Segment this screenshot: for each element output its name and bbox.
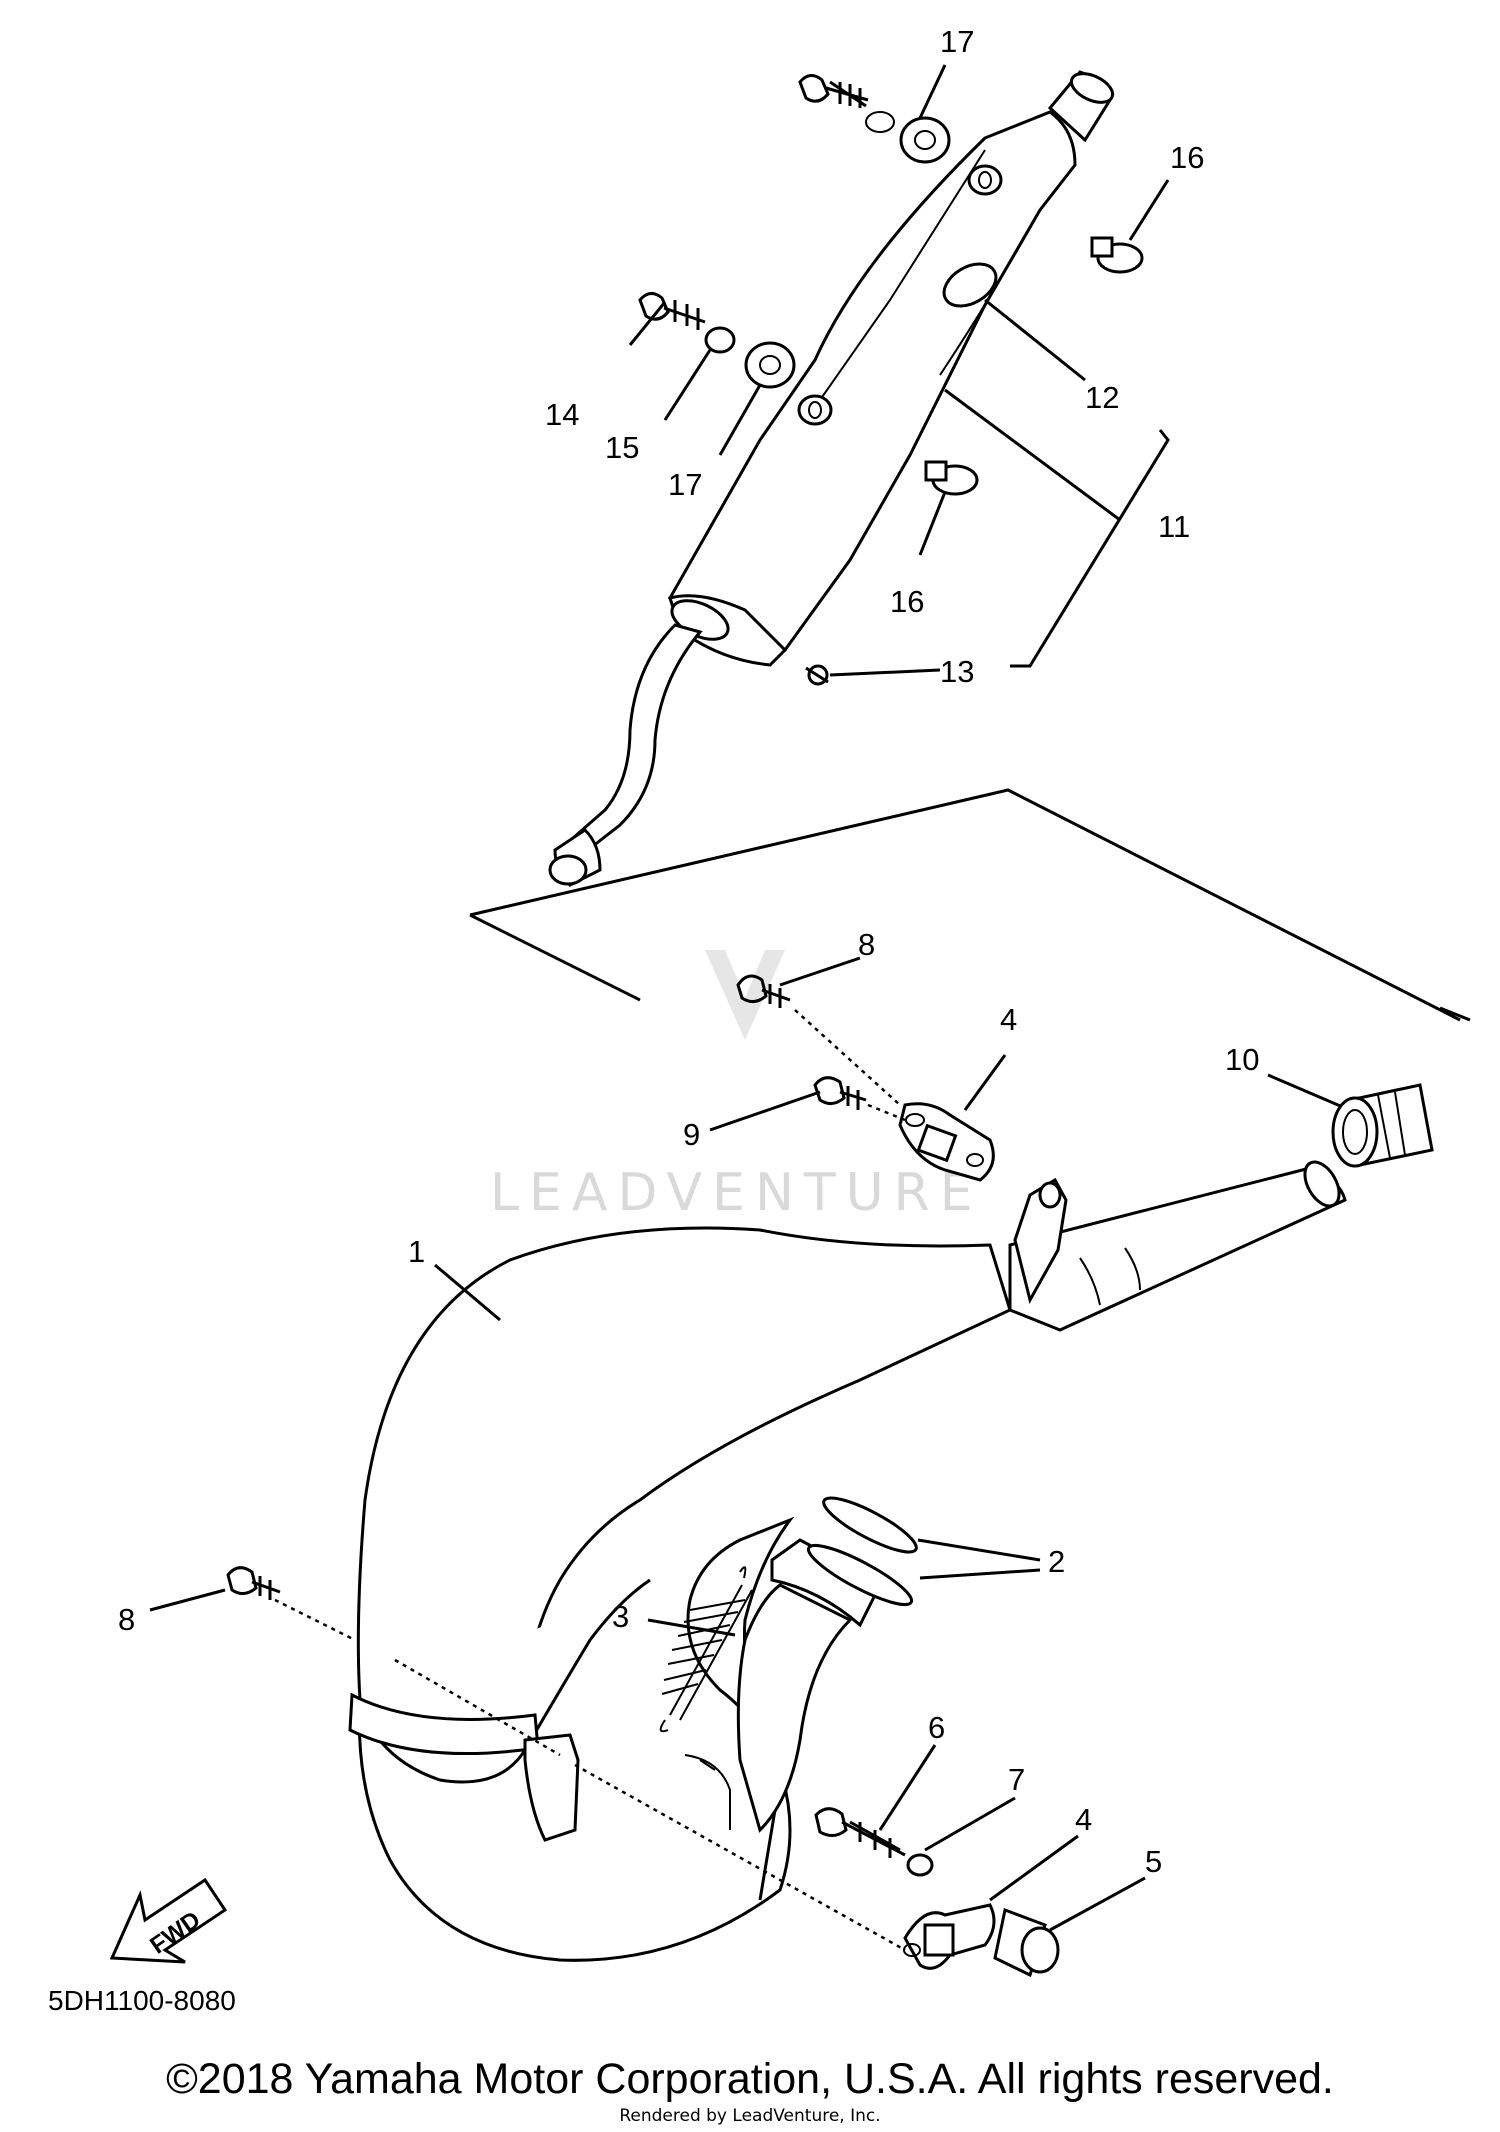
callout-13: 13 — [940, 654, 974, 689]
leader-lines-upper — [628, 64, 1170, 677]
callout-16b: 16 — [890, 584, 924, 619]
callout-5: 5 — [1145, 1844, 1162, 1879]
fwd-arrow-icon: FWD — [109, 1877, 228, 1964]
leader-lines-mid — [709, 956, 1346, 1132]
o-rings-2 — [806, 1496, 918, 1607]
callout-8: 8 — [858, 927, 875, 962]
spring-3 — [659, 1566, 753, 1733]
sleeve-10 — [1331, 1083, 1434, 1168]
bolt-line-8 — [274, 1598, 906, 1952]
callout-1: 1 — [408, 1234, 425, 1269]
callout-12: 12 — [1085, 380, 1119, 415]
callout-17b: 17 — [668, 467, 702, 502]
watermark-text: LEADVENTURE — [490, 1163, 983, 1223]
connection-outline — [469, 788, 1471, 1022]
silencer-assembly — [548, 70, 1115, 887]
silencer-mount-hardware — [638, 74, 1144, 496]
callout-7: 7 — [1008, 1762, 1025, 1797]
upper-bracket-hardware — [736, 974, 995, 1182]
bracket-11 — [944, 388, 1170, 668]
callout-10: 10 — [1225, 1042, 1259, 1077]
callout-labels: 17 16 12 14 15 17 11 16 13 8 4 10 9 1 2 … — [118, 24, 1259, 1879]
callout-3: 3 — [612, 1599, 629, 1634]
callout-4: 4 — [1000, 1002, 1017, 1037]
lower-bracket-hardware — [226, 1566, 1060, 1978]
callout-16: 16 — [1170, 140, 1204, 175]
callout-14: 14 — [545, 397, 579, 432]
callout-2: 2 — [1048, 1544, 1065, 1579]
copyright-text: ©2018 Yamaha Motor Corporation, U.S.A. A… — [166, 2055, 1334, 2103]
diagram-code: 5DH1100-8080 — [48, 1985, 236, 2016]
callout-9: 9 — [683, 1117, 700, 1152]
leadventure-watermark: LEADVENTURE — [490, 950, 983, 1223]
callout-11: 11 — [1158, 509, 1190, 544]
exhaust-pipe-1 — [348, 1160, 1347, 1962]
screw-13 — [805, 664, 829, 686]
callout-6: 6 — [928, 1710, 945, 1745]
callout-4b: 4 — [1075, 1802, 1092, 1837]
callout-17: 17 — [940, 24, 974, 59]
callout-8b: 8 — [118, 1602, 135, 1637]
callout-15: 15 — [605, 430, 639, 465]
rendered-by-text: Rendered by LeadVenture, Inc. — [619, 2106, 881, 2126]
leader-lines-lower — [149, 1263, 1146, 1932]
